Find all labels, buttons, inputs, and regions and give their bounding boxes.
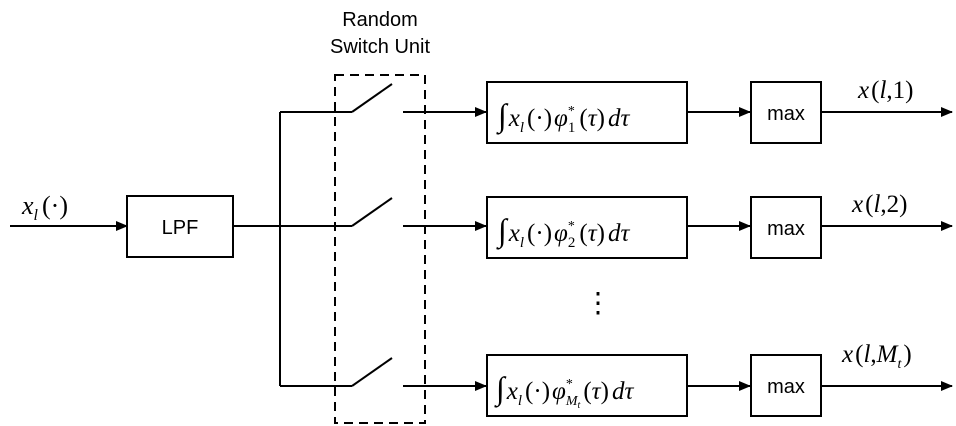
phi-sub-2: 2 <box>568 235 576 251</box>
output-idx-3: M <box>876 341 899 368</box>
correlator-expression-2: ∫xl(·)φ*2(τ)dτ <box>496 212 630 251</box>
max-block-2 <box>750 196 822 259</box>
correlator-block-2 <box>486 196 688 259</box>
vertical-ellipsis: ⋮ <box>584 288 612 319</box>
switch-2 <box>351 197 393 227</box>
random-switch-unit-box <box>334 74 426 424</box>
max-label-2: max <box>767 218 805 240</box>
output-label-3: x(l,Mt) <box>841 341 912 372</box>
output-idx-2: 2 <box>887 191 900 218</box>
output-idx-1: 1 <box>893 77 906 104</box>
correlator-block-1 <box>486 81 688 144</box>
output-subsub-3: t <box>897 357 902 372</box>
switch-unit-title-line1: Random <box>342 9 418 31</box>
output-label-2: x(l,2) <box>851 191 907 218</box>
lpf-label: LPF <box>162 217 199 239</box>
switch-1 <box>351 83 393 113</box>
input-signal-label: xl(·) <box>21 191 68 224</box>
max-label-3: max <box>767 376 805 398</box>
correlator-expression-1: ∫xl(·)φ*1(τ)dτ <box>496 97 630 136</box>
phi-sub-1: 1 <box>568 120 576 136</box>
switch-unit-title-line2: Switch Unit <box>330 36 430 58</box>
input-var: x <box>21 191 34 220</box>
correlator-expression-3: ∫xl(·)φ*Mt(τ)dτ <box>494 370 634 411</box>
switch-3 <box>351 357 393 387</box>
input-sub: l <box>34 207 39 224</box>
phi-sub-3: M <box>565 394 579 409</box>
output-label-1: x(l,1) <box>857 77 913 104</box>
phi-subsub-3: t <box>578 400 581 411</box>
input-arg: (·) <box>42 191 68 220</box>
max-label-1: max <box>767 103 805 125</box>
max-block-1 <box>750 81 822 144</box>
